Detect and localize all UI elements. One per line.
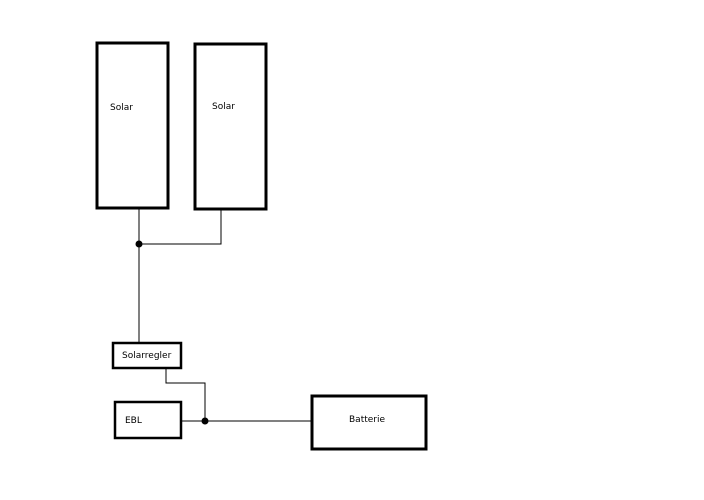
wire-controller-to-junction: [165, 369, 206, 421]
charge-controller-label: Solarregler: [122, 351, 172, 361]
solar-panel-1: Solar: [95, 41, 170, 210]
charge-controller: Solarregler: [111, 341, 183, 370]
ebl-label: EBL: [125, 416, 142, 426]
battery-junction-dot: [201, 417, 209, 425]
solar-panel-1-label: Solar: [110, 103, 133, 113]
wire-solar2-to-junction: [139, 210, 222, 245]
solar-panel-2-label: Solar: [212, 102, 235, 112]
solar-junction-dot: [135, 240, 143, 248]
battery-box: Batterie: [310, 394, 428, 451]
battery-label: Batterie: [349, 415, 385, 425]
solar-panel-2: Solar: [193, 42, 268, 211]
ebl-box: EBL: [113, 400, 183, 440]
